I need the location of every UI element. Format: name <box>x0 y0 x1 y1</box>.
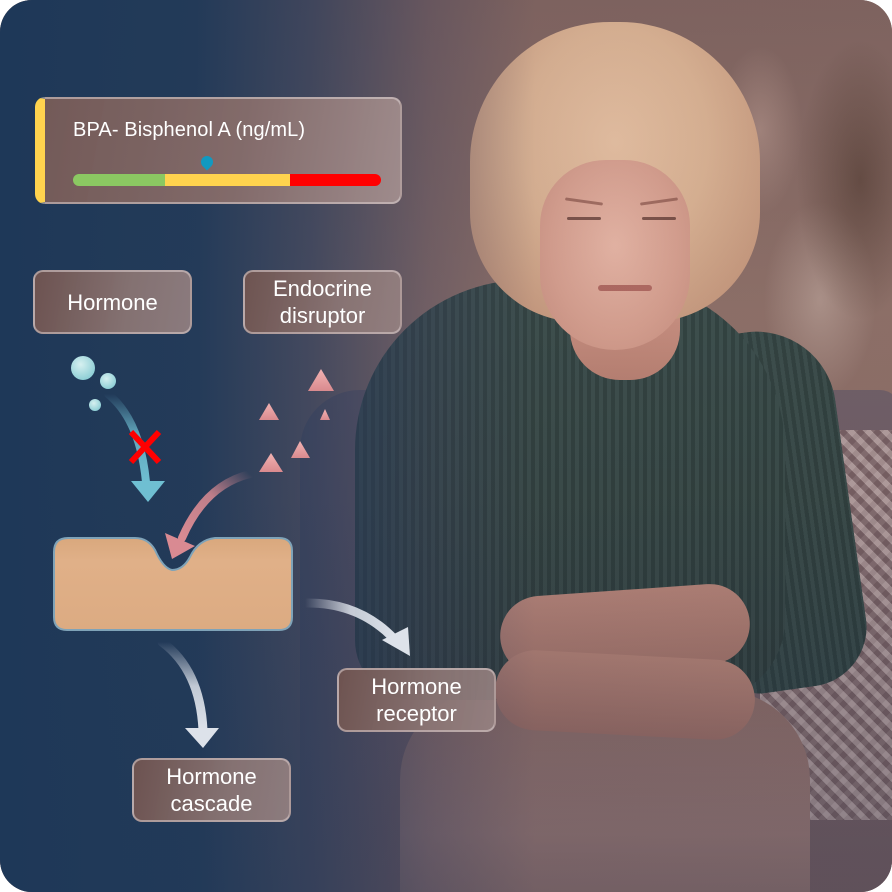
hormone-receptor-label-line1: Hormone <box>371 674 462 699</box>
bpa-gauge-card: BPA- Bisphenol A (ng/mL) <box>35 97 402 204</box>
hormone-label: Hormone <box>33 270 192 334</box>
endocrine-disruptor-label-line1: Endocrine <box>272 276 373 301</box>
hormone-cascade-label: Hormone cascade <box>132 758 291 822</box>
gauge-title: BPA- Bisphenol A (ng/mL) <box>73 119 306 141</box>
hormone-receptor-label-line2: receptor <box>376 701 457 726</box>
gauge-marker-icon <box>198 153 216 171</box>
gauge-segment-moderate <box>165 174 291 186</box>
gauge-bar <box>73 174 381 186</box>
endocrine-disruptor-label-line2: disruptor <box>279 303 366 328</box>
hormone-label-text: Hormone <box>67 289 158 315</box>
hormone-receptor-label: Hormone receptor <box>337 668 496 732</box>
gauge-segment-low <box>73 174 166 186</box>
hormone-cascade-label-line1: Hormone <box>166 764 257 789</box>
gauge-segment-high <box>290 174 381 186</box>
hormone-cascade-label-line2: cascade <box>170 791 253 816</box>
endocrine-disruptor-label: Endocrine disruptor <box>243 270 402 334</box>
